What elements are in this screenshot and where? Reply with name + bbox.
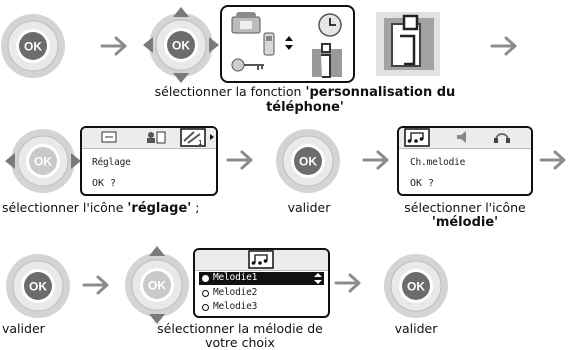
svg-text:OK: OK — [172, 39, 190, 53]
svg-text:OK: OK — [148, 279, 166, 293]
caption-valider: valider — [287, 200, 331, 215]
key-icon — [231, 58, 264, 72]
list-item[interactable]: Melodie3 — [199, 301, 324, 314]
radio-icon — [202, 275, 209, 282]
clock-icon — [318, 13, 342, 37]
caption-select-reglage: sélectionner l'icône 'réglage' ; — [2, 200, 200, 216]
caption-select-melodie: sélectionner l'icône 'mélodie' — [404, 200, 526, 230]
lcd-screen-melodie: Ch.melodie OK ? — [397, 126, 533, 196]
lcd-prompt: OK ? — [410, 178, 435, 189]
phone-icon — [231, 12, 261, 34]
ok-button-icon: OK — [5, 253, 71, 319]
svg-text:OK: OK — [29, 280, 47, 294]
radio-icon — [202, 290, 209, 297]
arrow-right-icon — [539, 150, 567, 170]
speaker-icon — [457, 131, 466, 143]
caption-select-function: sélectionner la fonction 'personnalisati… — [154, 84, 456, 115]
svg-text:OK: OK — [407, 280, 425, 294]
navigator-icon: OK — [5, 126, 81, 196]
lcd-label: Ch.melodie — [410, 157, 466, 168]
svg-text:OK: OK — [299, 155, 317, 169]
info-icon — [312, 43, 342, 78]
scroll-right-icon — [210, 134, 214, 140]
arrow-right-icon — [82, 275, 110, 295]
list-item-label: Melodie1 — [213, 272, 258, 283]
navigator-icon: OK — [122, 246, 192, 324]
list-item[interactable]: Melodie2 — [199, 287, 324, 300]
handset-icon — [263, 32, 275, 56]
music-note-icon — [404, 128, 430, 147]
list-item-label: Melodie3 — [213, 301, 258, 312]
lcd-prompt: OK ? — [92, 178, 117, 189]
contacts-icon — [147, 131, 166, 144]
svg-text:OK: OK — [34, 155, 52, 169]
navigator-icon: OK — [143, 7, 219, 83]
svg-text:OK: OK — [24, 40, 42, 54]
ok-button-icon: OK — [275, 128, 341, 194]
arrow-right-icon — [490, 36, 518, 56]
ok-button-icon: OK — [383, 253, 449, 319]
info-icon — [376, 12, 440, 76]
headset-icon — [494, 133, 510, 143]
up-down-icon — [285, 36, 293, 50]
function-panel — [220, 5, 355, 83]
lcd-melody-list: Melodie1 Melodie2 Melodie3 — [193, 248, 330, 318]
ok-button-icon: OK — [0, 13, 66, 79]
caption-select-melody: sélectionner la mélodie de votre choix — [157, 321, 323, 350]
arrow-right-icon — [226, 150, 254, 170]
list-item-selected[interactable]: Melodie1 — [199, 272, 324, 285]
lcd-screen-reglage: 1 Réglage OK ? — [80, 126, 218, 196]
svg-text:1: 1 — [198, 139, 202, 147]
caption-valider: valider — [2, 321, 45, 336]
caption-valider: valider — [394, 321, 438, 336]
list-item-label: Melodie2 — [213, 287, 258, 298]
radio-icon — [202, 304, 209, 311]
music-note-icon — [248, 250, 274, 269]
up-down-icon — [314, 273, 322, 284]
settings-icon: 1 — [180, 128, 206, 147]
arrow-right-icon — [334, 273, 362, 293]
lcd-label: Réglage — [92, 157, 131, 168]
arrow-right-icon — [100, 36, 128, 56]
arrow-right-icon — [362, 150, 390, 170]
